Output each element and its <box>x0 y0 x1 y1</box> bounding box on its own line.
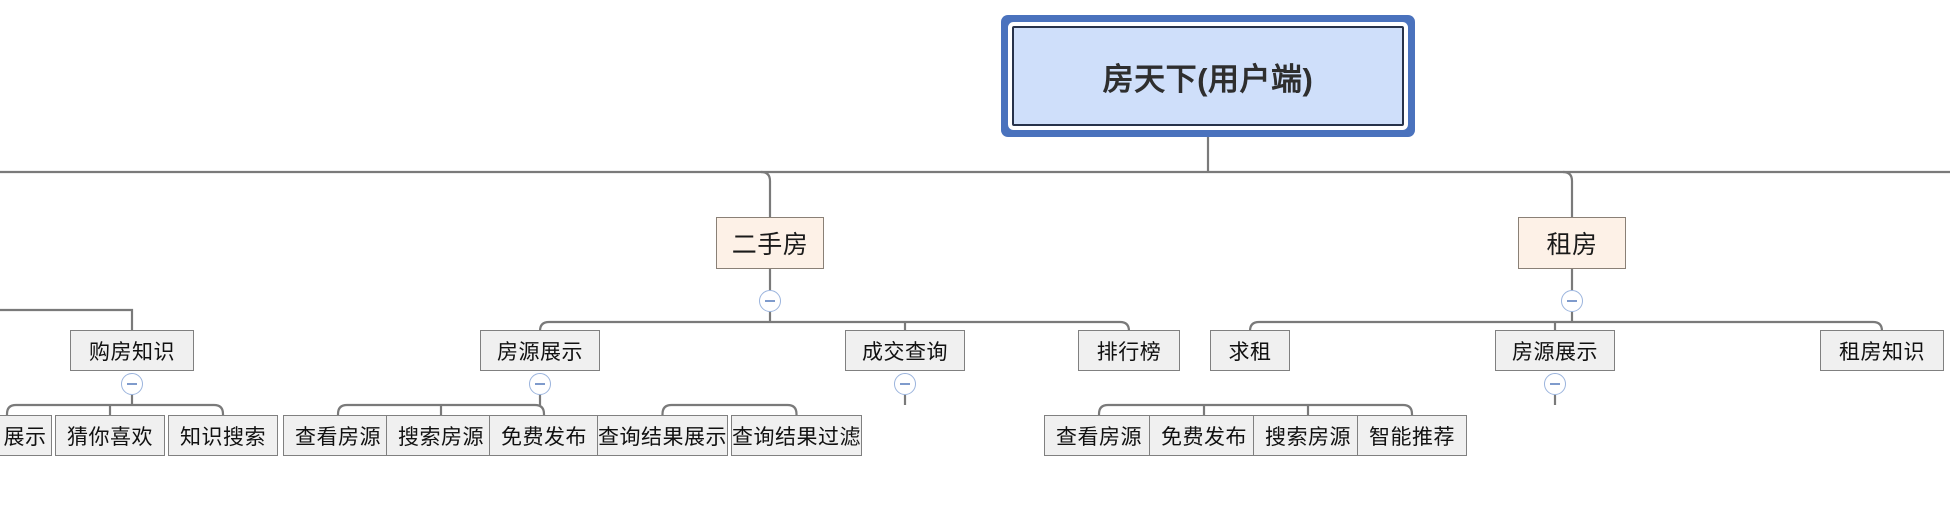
leaf-zhishisousuo[interactable]: 知识搜索 <box>168 415 278 456</box>
toggle-fangyuanzhanshi-1[interactable] <box>529 373 551 395</box>
connector-ershoufang-bar <box>538 320 1131 332</box>
connector-goufangzhishi-offscreen-parent <box>0 308 134 330</box>
node-ershoufang-label: 二手房 <box>731 231 809 259</box>
leaf-chaxunjieguozhanshi-label: 查询结果展示 <box>598 425 727 449</box>
node-paihangbang-label: 排行榜 <box>1096 340 1162 364</box>
toggle-goufangzhishi[interactable] <box>121 373 143 395</box>
node-fangyuanzhanshi-2-label: 房源展示 <box>1512 340 1598 364</box>
leaf-sousuofangyuan-zufang[interactable]: 搜索房源 <box>1253 415 1363 456</box>
minus-icon <box>1567 300 1577 302</box>
connector-goufangzhishi-bar <box>5 403 225 415</box>
leaf-mianfeifabu-2-label: 免费发布 <box>1161 425 1247 449</box>
leaf-chaxunjieguoguolv-label: 查询结果过滤 <box>732 425 861 449</box>
node-goufangzhishi-label: 购房知识 <box>89 340 175 364</box>
node-qiuzu-label: 求租 <box>1228 340 1272 364</box>
leaf-zhinengtuijian[interactable]: 智能推荐 <box>1357 415 1467 456</box>
leaf-zhishisousuo-label: 知识搜索 <box>180 425 266 449</box>
node-fangyuanzhanshi-zufang[interactable]: 房源展示 <box>1495 330 1615 371</box>
connector-fz1-bar <box>336 403 546 415</box>
node-qiuzu[interactable]: 求租 <box>1210 330 1290 371</box>
node-zufang[interactable]: 租房 <box>1518 217 1626 269</box>
minus-icon <box>900 383 910 385</box>
leaf-cainixihuan-label: 猜你喜欢 <box>67 425 153 449</box>
leaf-mianfeifabu-zufang[interactable]: 免费发布 <box>1149 415 1259 456</box>
connector-trunk-to-node-zufang <box>1562 170 1574 217</box>
leaf-sousuofangyuan-2-label: 搜索房源 <box>1265 425 1351 449</box>
node-chengjiaochaxun[interactable]: 成交查询 <box>845 330 965 371</box>
leaf-zhanshi-label: 展示 <box>3 425 47 449</box>
leaf-sousuofangyuan-ershoufang[interactable]: 搜索房源 <box>386 415 496 456</box>
toggle-ershoufang[interactable] <box>759 290 781 312</box>
minus-icon <box>1550 383 1560 385</box>
node-fangyuanzhanshi-ershoufang[interactable]: 房源展示 <box>480 330 600 371</box>
leaf-chaxunjieguoguolv[interactable]: 查询结果过滤 <box>731 415 862 456</box>
root-node-label: 房天下(用户端) <box>1102 61 1314 97</box>
leaf-zhanshi[interactable]: 展示 <box>0 415 52 456</box>
leaf-mianfeifabu-ershoufang[interactable]: 免费发布 <box>489 415 599 456</box>
toggle-fangyuanzhanshi-2[interactable] <box>1544 373 1566 395</box>
minus-icon <box>127 383 137 385</box>
node-goufangzhishi[interactable]: 购房知识 <box>70 330 194 371</box>
connector-fz2-bar <box>1097 403 1414 415</box>
toggle-zufang[interactable] <box>1561 290 1583 312</box>
node-fangyuanzhanshi-1-label: 房源展示 <box>497 340 583 364</box>
leaf-mianfeifabu-1-label: 免费发布 <box>501 425 587 449</box>
leaf-chakanfangyuan-2-label: 查看房源 <box>1056 425 1142 449</box>
node-zufangzhishi[interactable]: 租房知识 <box>1820 330 1944 371</box>
leaf-chakanfangyuan-zufang[interactable]: 查看房源 <box>1044 415 1154 456</box>
leaf-chakanfangyuan-ershoufang[interactable]: 查看房源 <box>283 415 393 456</box>
leaf-chakanfangyuan-1-label: 查看房源 <box>295 425 381 449</box>
minus-icon <box>535 383 545 385</box>
leaf-chaxunjieguozhanshi[interactable]: 查询结果展示 <box>597 415 728 456</box>
connector-cjcx-bar <box>661 403 798 415</box>
node-zufang-label: 租房 <box>1546 231 1598 259</box>
node-zufangzhishi-label: 租房知识 <box>1839 340 1925 364</box>
node-chengjiaochaxun-label: 成交查询 <box>862 340 948 364</box>
node-paihangbang[interactable]: 排行榜 <box>1078 330 1180 371</box>
connector-trunk-to-node-ershoufang <box>760 170 772 217</box>
root-node[interactable]: 房天下(用户端) <box>1012 26 1404 126</box>
node-ershoufang[interactable]: 二手房 <box>716 217 824 269</box>
minus-icon <box>765 300 775 302</box>
leaf-cainixihuan[interactable]: 猜你喜欢 <box>55 415 165 456</box>
leaf-zhinengtuijian-label: 智能推荐 <box>1369 425 1455 449</box>
toggle-chengjiaochaxun[interactable] <box>894 373 916 395</box>
leaf-sousuofangyuan-1-label: 搜索房源 <box>398 425 484 449</box>
